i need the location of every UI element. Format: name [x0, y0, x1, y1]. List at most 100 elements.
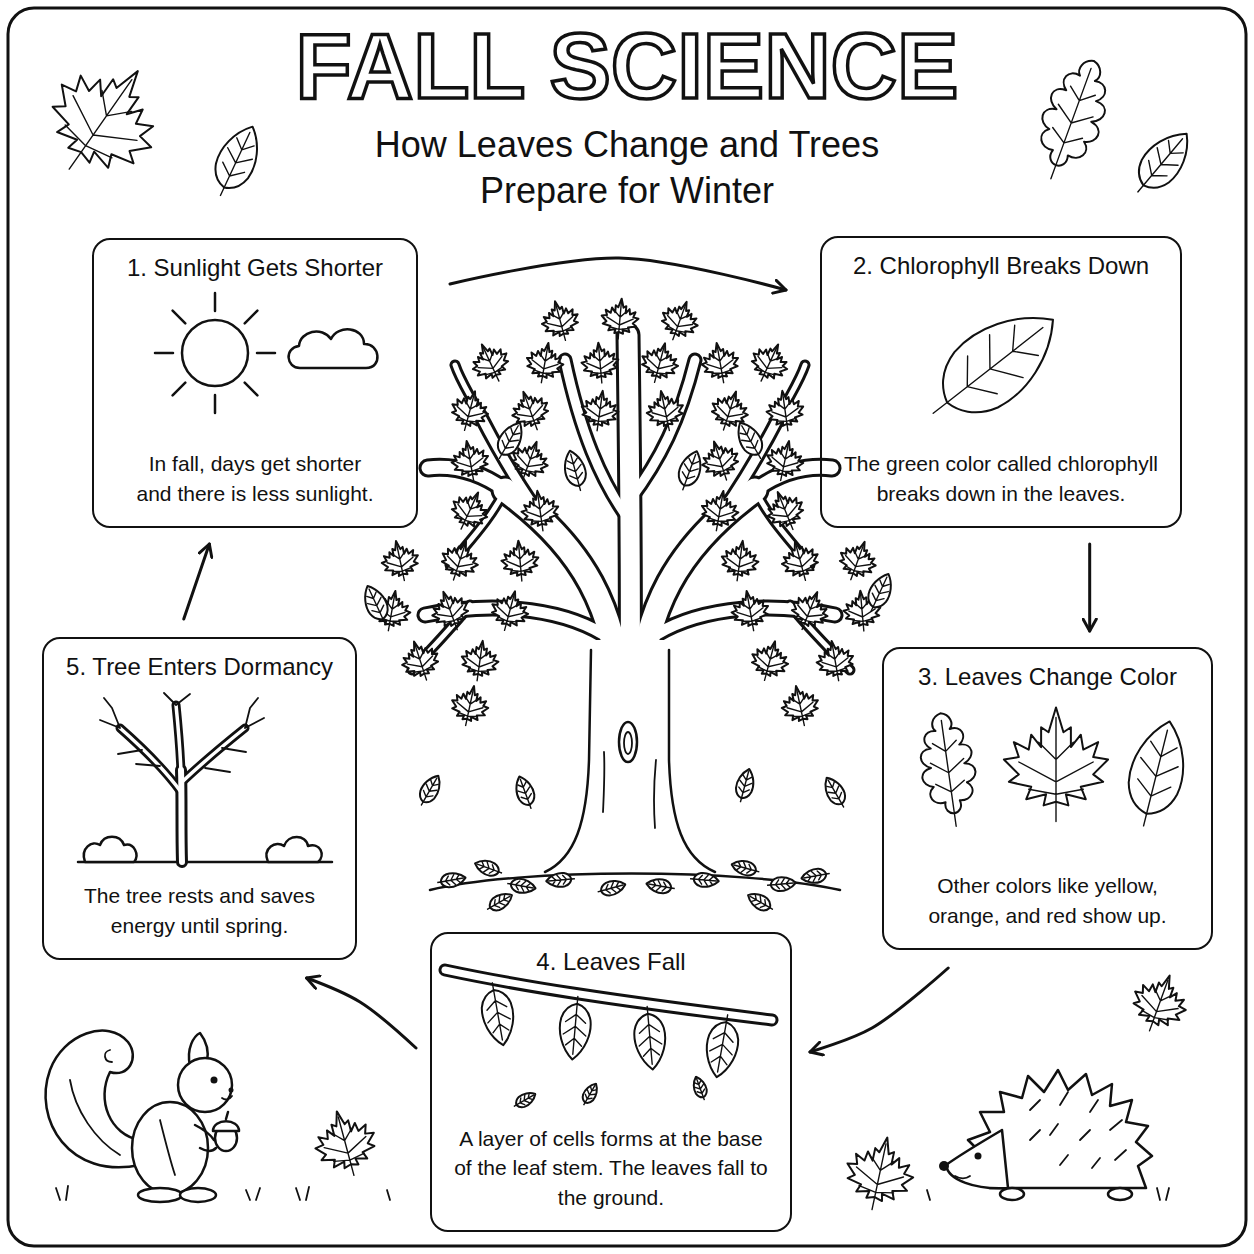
ground: [436, 871, 466, 890]
leaf-icons: [914, 710, 983, 830]
tree-leaf: [785, 585, 834, 636]
branch-icon: [690, 1075, 710, 1102]
tree-leaf: [600, 297, 640, 341]
tree-leaf: [560, 448, 590, 493]
squirrel: [213, 1121, 239, 1131]
cycle-arrow: [184, 544, 210, 619]
tree-trunk: [545, 640, 715, 872]
corner-leaf: [24, 40, 182, 201]
cycle-arrow: [450, 258, 786, 290]
hedgehog: [955, 1176, 970, 1178]
hedgehog: [927, 1188, 1169, 1200]
hedgehog: [1108, 1188, 1132, 1200]
hedgehog: [946, 1130, 1008, 1188]
branch-icon: [632, 1005, 668, 1071]
tree-leaf: [862, 570, 897, 616]
bare-tree-icon: [120, 728, 181, 792]
ground: [430, 857, 840, 916]
tree-leaf: [459, 638, 501, 683]
tree-leaf: [491, 418, 529, 464]
bare-tree-icon: [267, 837, 322, 862]
tree-leaf: [500, 539, 540, 583]
step-text: The green color called chlorophyll break…: [834, 449, 1168, 508]
step-heading: 2. Chlorophyll Breaks Down: [853, 252, 1149, 281]
bare-tree-icon: [120, 705, 245, 862]
leaf-icons: [1118, 715, 1195, 832]
cycle-arrow: [307, 978, 416, 1048]
ground: [745, 889, 777, 915]
hedgehog: [927, 1070, 1169, 1200]
squirrel: [46, 1031, 140, 1168]
squirrel: [160, 1120, 175, 1175]
ground: [484, 889, 516, 915]
tree-trunk: [669, 650, 715, 872]
tree-leaf: [728, 588, 771, 634]
tree-trunk: [624, 732, 632, 754]
falling-leaf: [414, 767, 851, 812]
branch-icon: [477, 980, 518, 1048]
cycle-arrow: [810, 968, 948, 1052]
squirrel: [180, 1188, 216, 1202]
step-box: 5. Tree Enters DormancyThe tree rests an…: [42, 637, 357, 960]
bare-tree-icon: [176, 705, 181, 772]
step-heading: 1. Sunlight Gets Shorter: [127, 254, 383, 283]
bare-tree-icon: [181, 770, 182, 862]
ground: [767, 876, 797, 892]
tree-leaf: [744, 337, 795, 389]
cycle-arrow: [1088, 544, 1091, 631]
squirrel: [229, 1088, 234, 1093]
step-heading: 4. Leaves Fall: [536, 948, 685, 977]
hedgehog: [1000, 1188, 1024, 1200]
grass: [296, 1187, 390, 1200]
step-box: 3. Leaves Change ColorOther colors like …: [882, 647, 1213, 950]
ground: [690, 872, 720, 888]
bare-tree-icon: [176, 705, 181, 772]
bare-tree-icon: [100, 693, 264, 772]
step-box: 1. Sunlight Gets ShorterIn fall, days ge…: [92, 238, 418, 528]
step-text: A layer of cells forms at the base of th…: [451, 1124, 771, 1212]
tree-leaf: [448, 438, 491, 484]
tree-leaf: [359, 582, 394, 628]
tree-leaf: [719, 538, 761, 583]
tree-leaf: [763, 437, 808, 484]
squirrel: [132, 1102, 208, 1194]
bare-tree-icon: [120, 705, 245, 862]
squirrel: [195, 1125, 216, 1151]
tree-leaf: [761, 485, 810, 536]
branch-icon: [511, 1089, 538, 1112]
subtitle: How Leaves Change and Trees Prepare for …: [337, 122, 917, 214]
tree-leaf: [436, 536, 484, 586]
ground: [473, 857, 505, 880]
leaf-icon: [911, 291, 1076, 443]
tree-leaf: [813, 638, 856, 684]
page-title: FALL SCIENCE: [0, 20, 1254, 112]
branch-icon: [578, 1081, 601, 1108]
squirrel: [46, 1031, 260, 1202]
corner-leaf: [204, 119, 269, 203]
falling-leaf: [732, 767, 757, 804]
tree-leaf: [655, 295, 704, 346]
bare-tree-icon: [78, 693, 332, 862]
step-text: The tree rests and saves energy until sp…: [75, 881, 325, 940]
page-frame: [8, 8, 1246, 1246]
tree-leaf: [359, 295, 898, 729]
ground-leaf: [308, 1104, 384, 1184]
tree-leaf: [523, 340, 566, 386]
branch-icon: [702, 1012, 743, 1080]
branch-icon: [557, 995, 593, 1061]
sun-icon: [155, 293, 275, 413]
tree-leaf: [487, 587, 533, 636]
ground: [596, 878, 627, 899]
tree-trunk: [545, 650, 591, 872]
tree-leaf: [580, 341, 620, 385]
squirrel: [138, 1188, 182, 1202]
tree-leaf: [777, 537, 823, 586]
falling-leaf: [820, 774, 851, 812]
hedgehog: [939, 1161, 949, 1171]
tree-leaf: [698, 488, 741, 534]
tree-leaf: [643, 387, 688, 434]
tree-leaf: [747, 637, 793, 686]
tree-leaf: [448, 682, 493, 729]
bare-tree-icon: [120, 728, 181, 792]
